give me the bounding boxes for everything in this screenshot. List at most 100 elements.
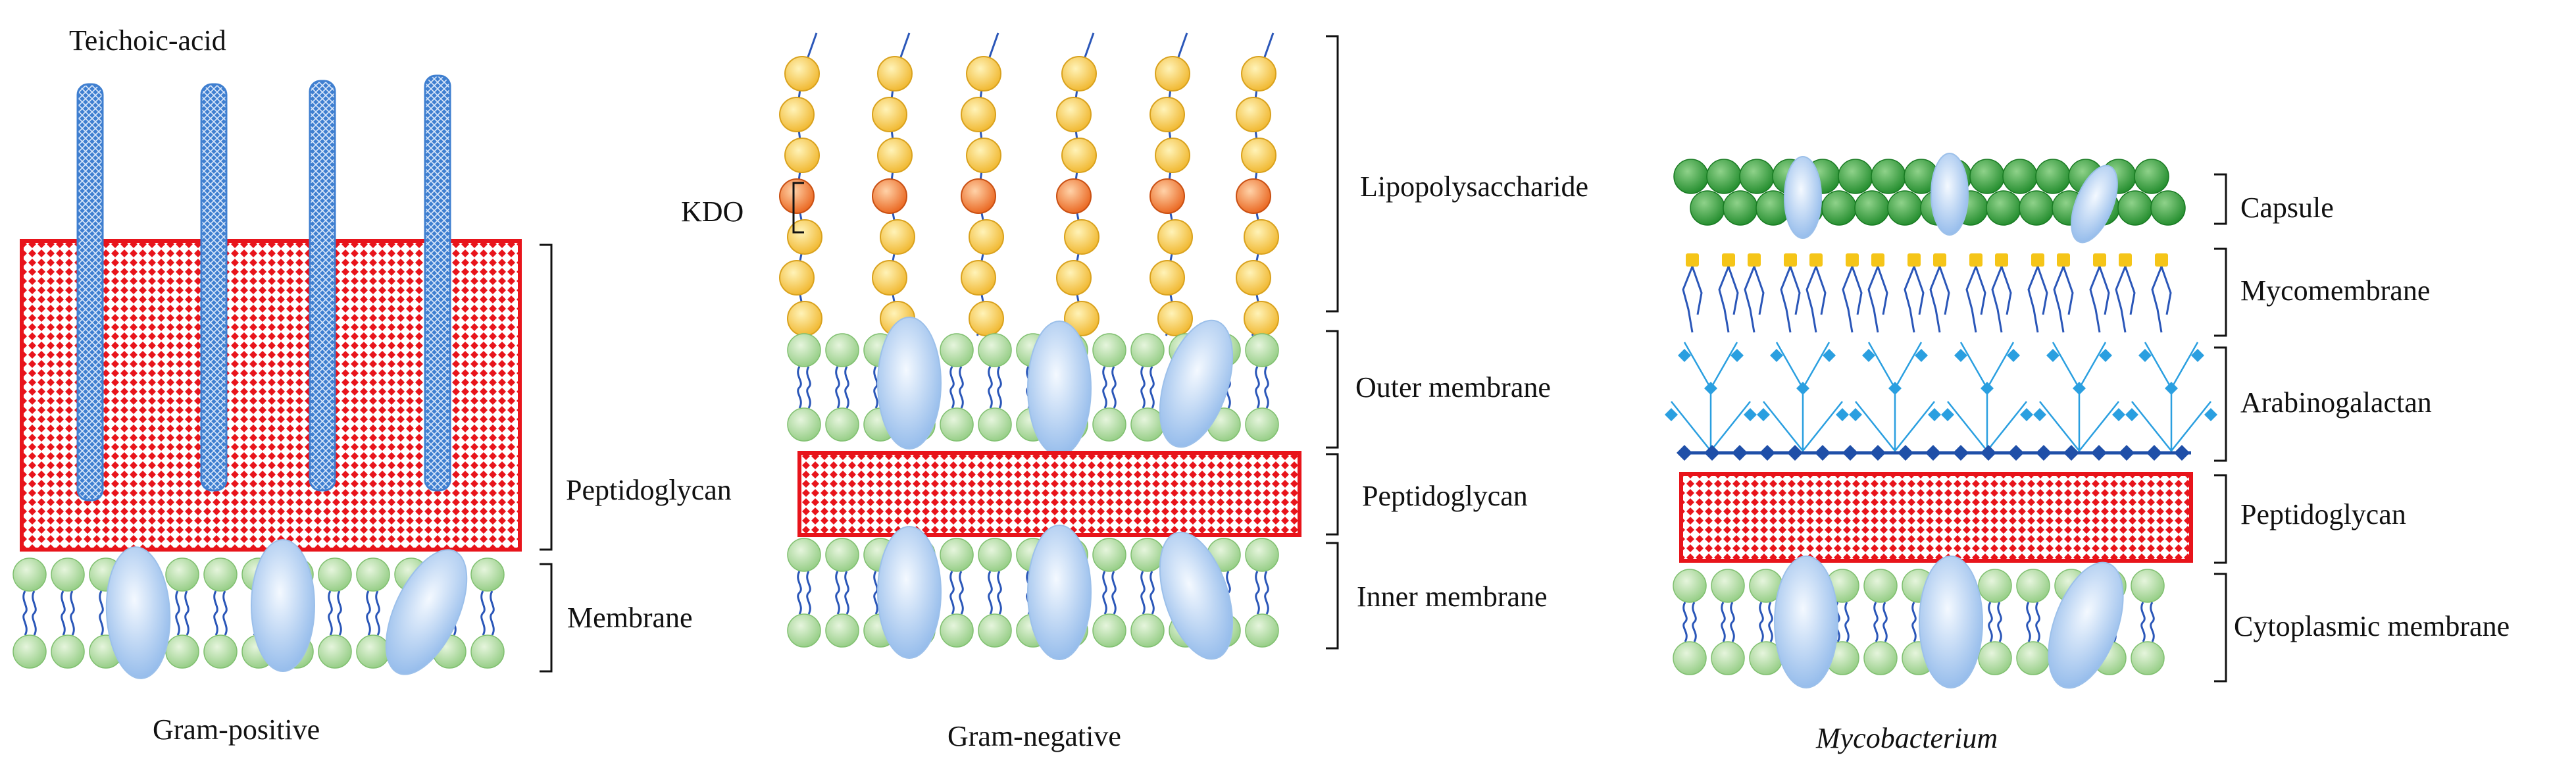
mycolic-head xyxy=(1748,253,1761,267)
gn-inner-protein-3 xyxy=(1159,531,1234,660)
lipid-head xyxy=(1245,333,1279,367)
lipid-head xyxy=(1130,538,1165,572)
lipid-tail xyxy=(366,590,371,636)
kdo-sugar xyxy=(1056,178,1092,214)
lps-sugar xyxy=(1149,97,1185,132)
lipid-tail xyxy=(873,366,878,409)
lipid-head xyxy=(1711,569,1745,603)
gn-inner-protein-1 xyxy=(877,526,942,659)
lipid-tail xyxy=(997,366,1002,409)
lipid-tail xyxy=(1873,602,1879,642)
lps-sugar xyxy=(1056,97,1092,132)
arabinogalactan-unit xyxy=(1954,349,1967,362)
lipid-head xyxy=(978,333,1012,367)
backbone-unit xyxy=(2119,445,2134,461)
lipid-head xyxy=(165,557,199,592)
lipid-head xyxy=(1245,407,1279,442)
lipid-tail xyxy=(22,590,28,636)
lipid-head xyxy=(940,613,974,648)
backbone-unit xyxy=(2174,445,2190,461)
arabinogalactan-unit xyxy=(2204,408,2217,421)
backbone-unit xyxy=(2146,445,2162,461)
lipid-head xyxy=(1673,569,1707,603)
lps-sugar xyxy=(1064,219,1099,255)
lipid-head xyxy=(787,613,821,648)
teichoic-acid-rod xyxy=(309,80,336,492)
lipid-tail xyxy=(375,590,380,636)
lps-sugar xyxy=(779,260,815,296)
lipid-tail xyxy=(1730,602,1735,642)
mycolic-chain xyxy=(1806,266,1817,333)
lps-sugar xyxy=(880,219,915,255)
lipid-head xyxy=(1245,613,1279,648)
capsule-sphere xyxy=(2002,159,2038,194)
mycolic-chain xyxy=(1842,266,1854,333)
my-peptidoglycan-layer xyxy=(1679,472,2193,563)
capsule-sphere xyxy=(1871,159,1906,194)
lps-sugar xyxy=(1157,219,1193,255)
mycolic-chain xyxy=(1815,266,1827,315)
mycolic-chain xyxy=(2089,266,2101,333)
lipid-tail xyxy=(184,590,189,636)
mycolic-chain xyxy=(1753,266,1765,315)
lps-sugar xyxy=(961,97,996,132)
arabinogalactan-unit xyxy=(2138,349,2152,362)
lipid-head xyxy=(1130,407,1165,442)
mycolic-head xyxy=(2119,253,2132,267)
arabinogalactan-unit xyxy=(1941,408,1954,421)
capsule-sphere xyxy=(2035,159,2071,194)
gn-inner-protein-2 xyxy=(1027,525,1092,660)
lipid-tail xyxy=(959,571,964,615)
lipid-head xyxy=(1092,538,1126,572)
arabinogalactan-unit xyxy=(2165,382,2178,395)
my-peptidoglycan-bracket xyxy=(2214,474,2227,564)
backbone-unit xyxy=(1759,445,1775,461)
lipid-head xyxy=(1130,333,1165,367)
mycolic-chain xyxy=(2098,266,2110,315)
lipid-tail xyxy=(490,590,495,636)
lipid-tail xyxy=(1759,602,1764,642)
capsule-sphere xyxy=(1739,159,1775,194)
mycolic-chain xyxy=(1744,266,1755,333)
capsule-sphere xyxy=(2134,159,2169,194)
arabinogalactan-unit xyxy=(1915,349,1928,362)
gram-negative-title: Gram-negative xyxy=(947,720,1121,752)
arabinogalactan-unit xyxy=(1981,382,1994,395)
lipid-tail xyxy=(1768,602,1773,642)
mycolic-chain xyxy=(1727,266,1739,315)
lipid-tail xyxy=(328,590,333,636)
my-protein-2 xyxy=(1919,556,1983,688)
gram-negative-panel xyxy=(779,32,1339,660)
lipid-tail xyxy=(1997,602,2002,642)
lipid-head xyxy=(1978,569,2012,603)
lipid-head xyxy=(1673,641,1707,675)
backbone-unit xyxy=(1925,445,1941,461)
lipid-tail xyxy=(480,590,486,636)
lipid-head xyxy=(2016,641,2050,675)
lipid-head xyxy=(787,538,821,572)
arabinogalactan-unit xyxy=(2099,349,2112,362)
lipid-tail xyxy=(844,571,849,615)
lipid-head xyxy=(13,634,47,669)
lps-sugar xyxy=(877,56,913,91)
my-capsule-label: Capsule xyxy=(2240,192,2334,224)
lipid-tail xyxy=(797,366,802,409)
mycolic-chain xyxy=(1718,266,1730,333)
gp-peptidoglycan-label: Peptidoglycan xyxy=(566,474,732,506)
mycolic-chain xyxy=(2036,266,2048,315)
mycolic-head xyxy=(1686,253,1699,267)
capsule-sphere xyxy=(2150,190,2186,226)
arabinogalactan-unit xyxy=(1888,382,1902,395)
lipid-head xyxy=(165,634,199,669)
lipid-head xyxy=(1245,538,1279,572)
lipid-tail xyxy=(835,366,840,409)
gp-protein-2 xyxy=(251,539,315,672)
lps-sugar xyxy=(787,301,822,336)
lipid-head xyxy=(1863,641,1898,675)
lipid-tail xyxy=(2150,602,2155,642)
mycolic-chain xyxy=(2062,266,2074,315)
arabinogalactan-unit xyxy=(2073,382,2086,395)
lipid-head xyxy=(825,407,859,442)
lipid-tail xyxy=(1264,366,1269,409)
